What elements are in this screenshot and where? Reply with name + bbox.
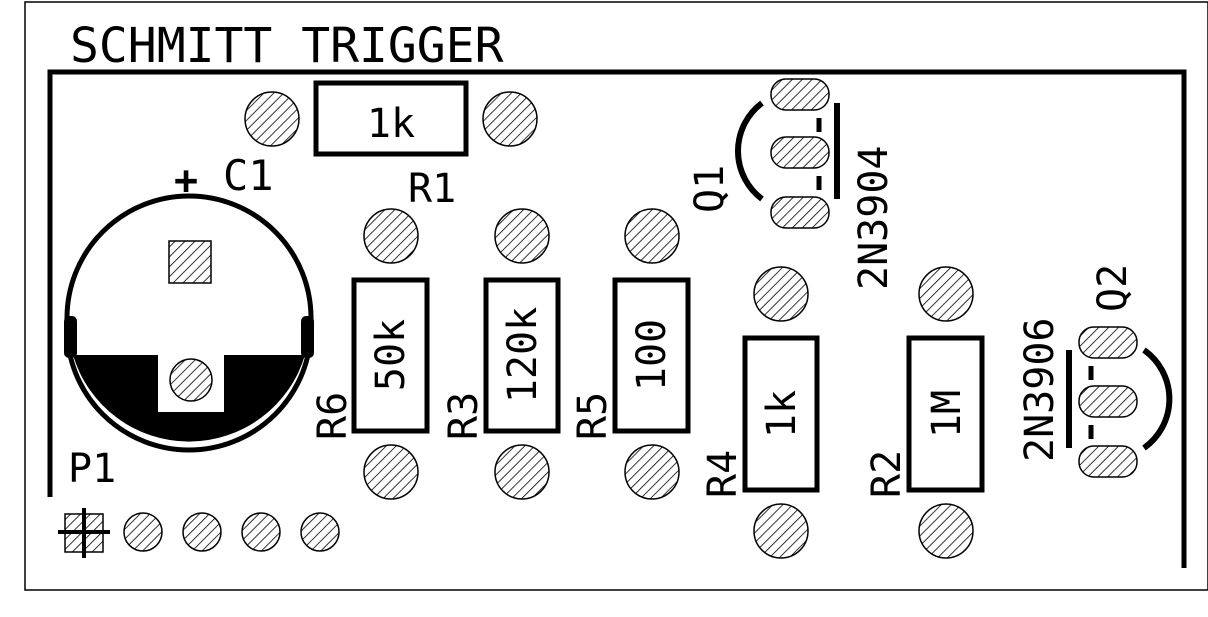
resistor-r5: 100 R5 [570, 208, 691, 500]
resistor-body [313, 80, 469, 157]
transistor-pad [770, 78, 830, 111]
resistor-pad [624, 208, 680, 264]
transistor-pad [1078, 385, 1138, 418]
connector-pad [241, 512, 281, 552]
capacitor-negative-band [73, 355, 305, 442]
resistor-r2: 1M R2 [864, 266, 985, 559]
resistor-body [351, 277, 430, 434]
resistor-pad [494, 208, 550, 264]
resistor-r4: 1k R4 [700, 266, 820, 559]
resistor-designator: R3 [441, 392, 487, 440]
resistor-designator: R2 [864, 450, 910, 498]
transistor-q1: Q1 2N3904 [687, 78, 897, 291]
transistor-pad [770, 136, 830, 169]
resistor-body [612, 277, 691, 434]
resistor-body [483, 277, 561, 434]
resistor-pad [244, 91, 300, 147]
resistor-pad [753, 503, 809, 559]
resistor-value: 50k [368, 319, 414, 391]
transistor-q2: Q2 2N3906 [1017, 264, 1173, 478]
resistor-value: 1k [367, 101, 415, 147]
resistor-body [742, 335, 820, 493]
resistor-pad [363, 208, 419, 264]
resistor-pad [494, 444, 550, 500]
resistor-designator: R5 [570, 392, 616, 440]
resistor-body [906, 335, 985, 493]
capacitor-outline [64, 193, 314, 453]
resistor-pad [624, 444, 680, 500]
resistor-r3: 120k R3 [441, 208, 561, 500]
capacitor-c1: + C1 [64, 151, 314, 453]
transistor-part-number: 2N3906 [1017, 318, 1063, 463]
resistor-value: 100 [629, 319, 675, 391]
resistor-designator: R4 [700, 450, 746, 498]
resistor-r1: 1k R1 [244, 80, 538, 212]
board-outline [47, 69, 1187, 568]
outer-frame [24, 1, 1208, 591]
resistor-value: 1M [924, 390, 970, 438]
transistor-pad [770, 196, 830, 229]
capacitor-edge-left [64, 316, 77, 358]
resistor-pad [482, 91, 538, 147]
transistor-pad [1078, 326, 1138, 359]
capacitor-pad-round [169, 358, 213, 402]
transistor-outline-arc [1142, 347, 1173, 451]
connector-pad [182, 512, 222, 552]
capacitor-pad-square [168, 240, 212, 284]
resistor-pad [918, 503, 974, 559]
resistor-r6: 50k R6 [310, 208, 430, 500]
connector-pad [123, 512, 163, 552]
connector-p1: P1 [58, 446, 340, 558]
resistor-pad [918, 266, 974, 322]
resistor-pad [363, 444, 419, 500]
resistor-designator: R1 [408, 166, 456, 212]
capacitor-edge-right [301, 316, 314, 358]
resistor-value: 120k [500, 307, 546, 403]
resistor-designator: R6 [310, 392, 356, 440]
transistor-designator: Q1 [687, 165, 733, 213]
resistor-pad [753, 266, 809, 322]
transistor-pad [1078, 445, 1138, 478]
transistor-outline-arc [735, 100, 764, 202]
capacitor-polarity-mark: + [174, 158, 198, 204]
capacitor-designator: C1 [223, 151, 274, 200]
resistor-value: 1k [759, 390, 805, 438]
connector-designator: P1 [68, 446, 116, 492]
connector-pad [300, 512, 340, 552]
board-title: SCHMITT TRIGGER [70, 18, 504, 74]
transistor-designator: Q2 [1090, 264, 1136, 312]
transistor-part-number: 2N3904 [851, 146, 897, 291]
